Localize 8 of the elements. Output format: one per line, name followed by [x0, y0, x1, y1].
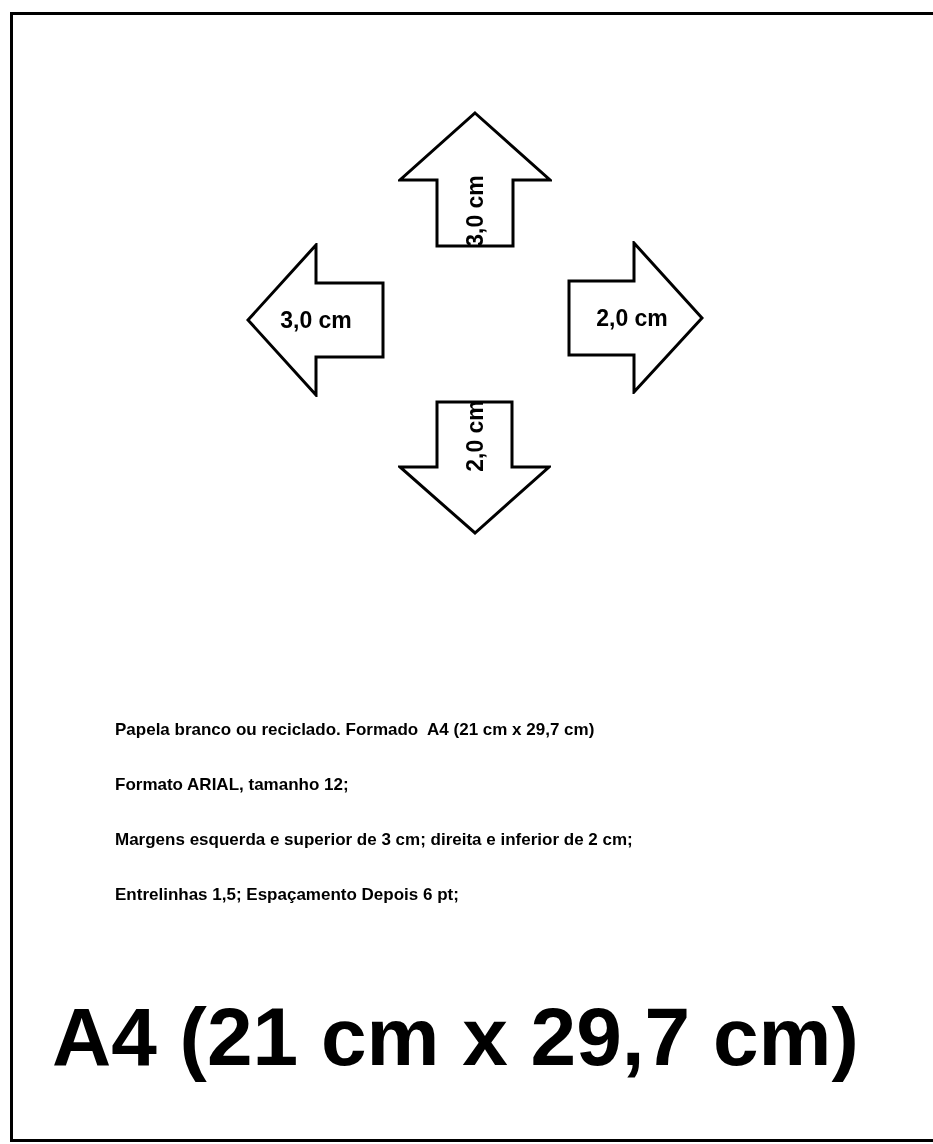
- spec-line: Entrelinhas 1,5; Espaçamento Depois 6 pt;: [115, 885, 459, 905]
- margin-value: 3,0 cm: [461, 175, 489, 247]
- spec-line: Papela branco ou reciclado. Formado A4 (21 cm x 29,7 cm): [115, 720, 595, 740]
- spec-line: Formato ARIAL, tamanho 12;: [115, 775, 349, 795]
- margin-value: 3,0 cm: [280, 306, 352, 334]
- paper-size-heading: A4 (21 cm x 29,7 cm): [52, 990, 859, 1084]
- spec-line: Margens esquerda e superior de 3 cm; direita e inferior de 2 cm;: [115, 830, 633, 850]
- margin-value: 2,0 cm: [596, 304, 668, 332]
